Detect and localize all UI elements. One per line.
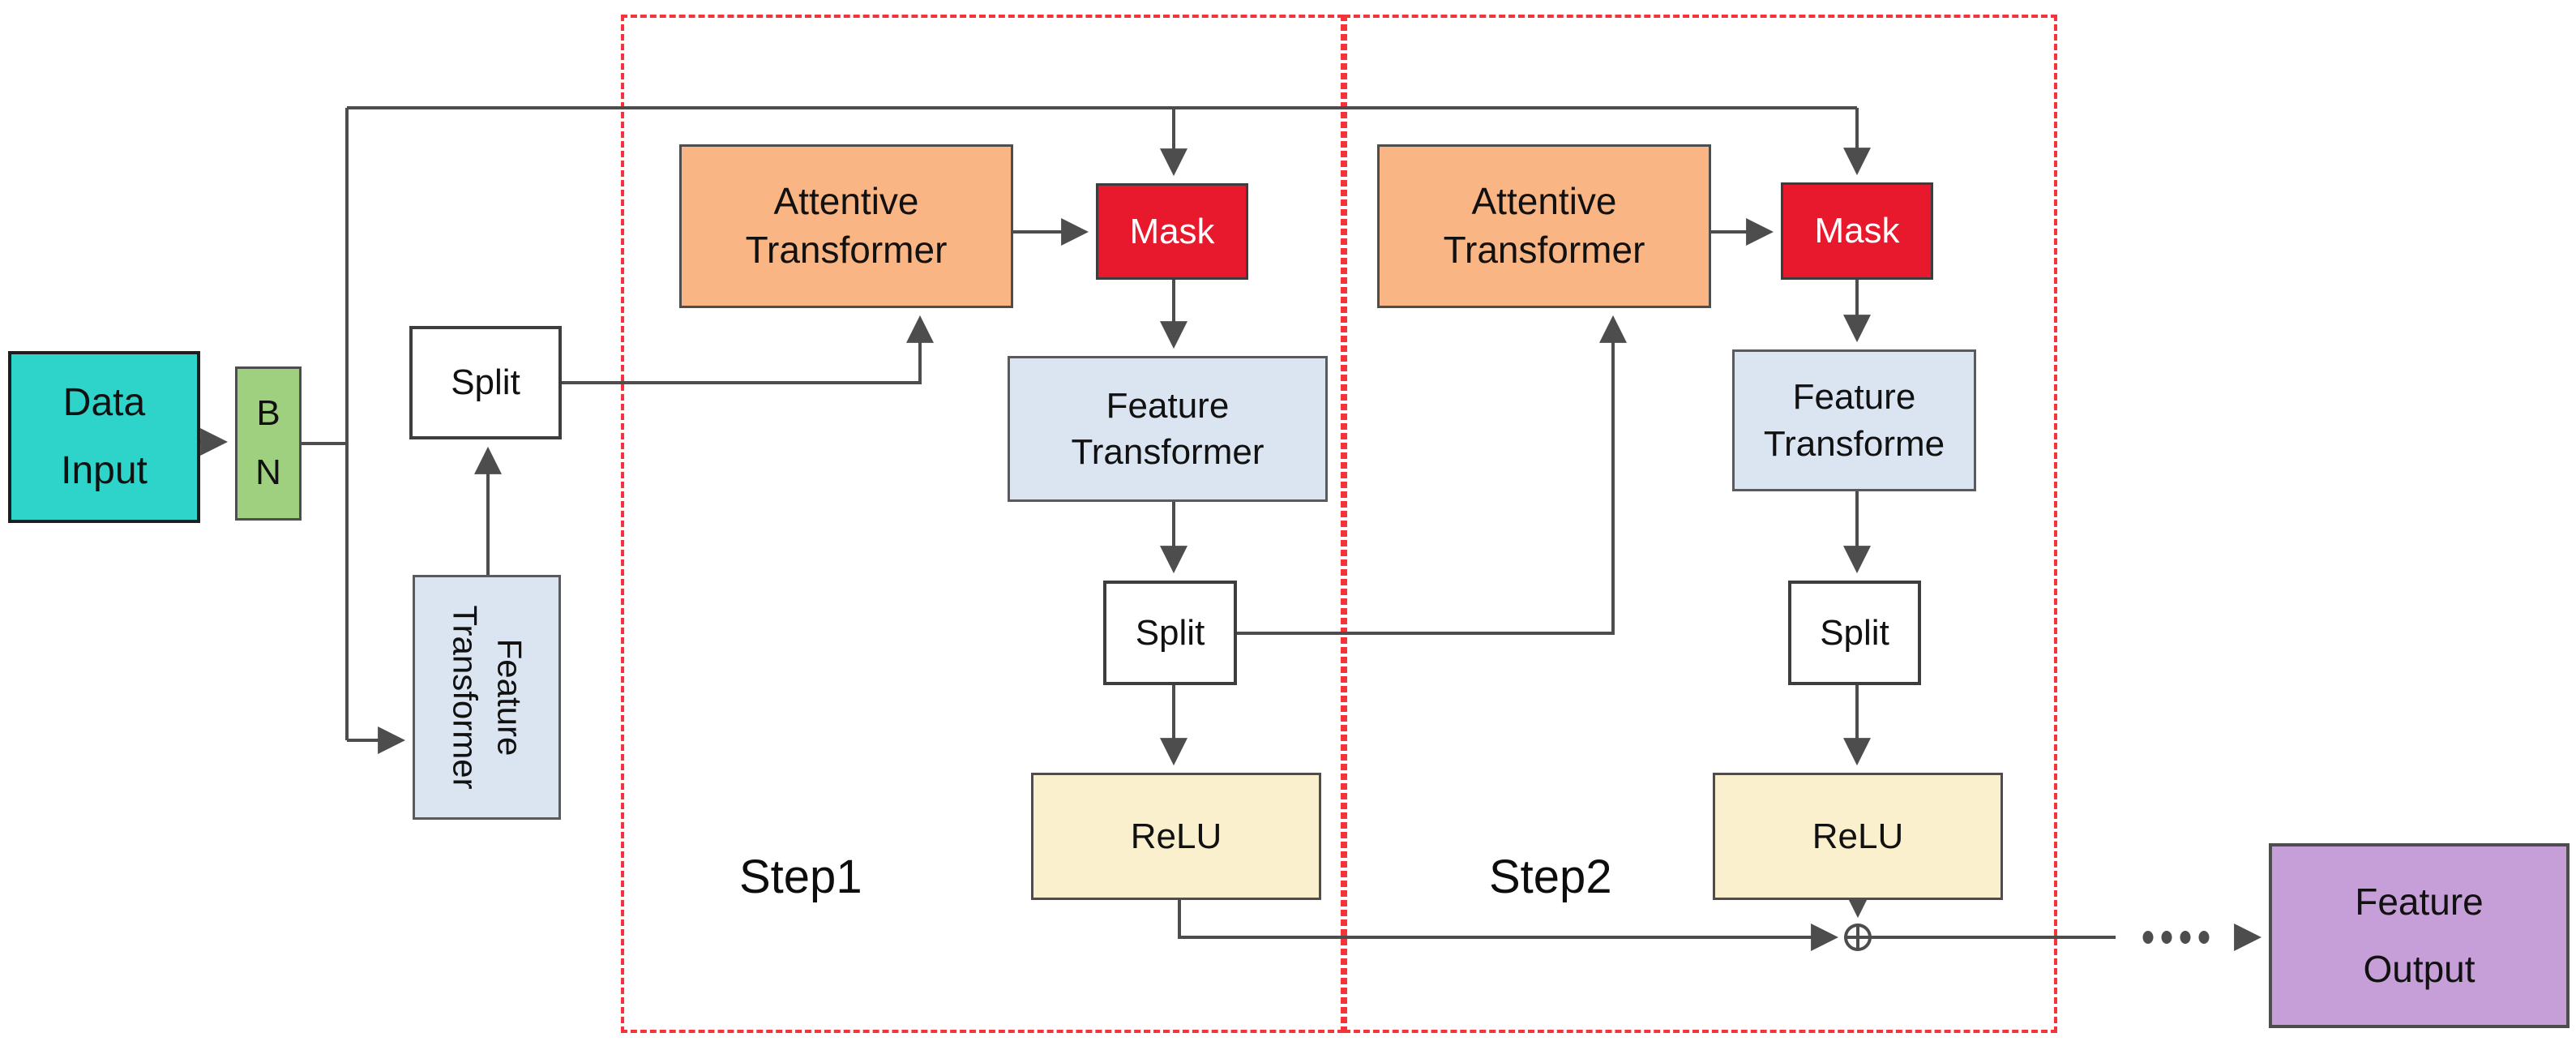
- att2-label-line1: Attentive: [1471, 180, 1617, 223]
- data-input-label-line1: Data: [62, 381, 146, 424]
- feature-transformer-box-step1: Feature Transformer: [1008, 356, 1328, 502]
- mask1-label: Mask: [1129, 211, 1215, 251]
- ft1-label-line1: Feature: [1106, 385, 1230, 426]
- mask-box-step2: Mask: [1781, 182, 1933, 280]
- step2-dashed-container: [1344, 15, 2057, 1033]
- split-box-initial: Split: [409, 326, 562, 439]
- attentive-transformer-box-step2: Attentive Transformer: [1377, 144, 1711, 308]
- split-box-step2: Split: [1788, 581, 1921, 685]
- sum-plus-icon: [1844, 924, 1872, 951]
- split-box-step1: Split: [1103, 581, 1237, 685]
- step1-label: Step1: [739, 851, 862, 903]
- ft0-label-line1: Feature: [490, 638, 529, 756]
- relu-box-step2: ReLU: [1713, 773, 2003, 900]
- step1-dashed-container: [621, 15, 1344, 1033]
- bn-label-line2: N: [255, 452, 281, 492]
- split1-label: Split: [1135, 612, 1205, 653]
- feature-transformer-box-step2: Feature Transforme: [1732, 349, 1976, 491]
- ellipsis-dots-icon: [2142, 931, 2210, 944]
- edge-split0-att1: [562, 315, 934, 384]
- ft1-label-line2: Transformer: [1071, 432, 1264, 472]
- edge-relu1-sum: [1178, 900, 1839, 951]
- split0-label: Split: [451, 362, 520, 403]
- att2-label-line2: Transformer: [1443, 229, 1645, 271]
- att1-label-line1: Attentive: [773, 180, 919, 223]
- mask-box-step1: Mask: [1096, 183, 1248, 280]
- ft0-rotated-label: Feature Transformer: [413, 575, 561, 820]
- feature-transformer-box-initial: Feature Transformer: [413, 575, 561, 820]
- bn-label-line1: B: [256, 393, 280, 434]
- output-label-line2: Output: [2363, 948, 2475, 990]
- mask2-label: Mask: [1814, 211, 1900, 251]
- attentive-transformer-box-step1: Attentive Transformer: [679, 144, 1013, 308]
- step2-label: Step2: [1489, 851, 1612, 903]
- att1-label-line2: Transformer: [745, 229, 948, 271]
- batch-norm-box: B N: [235, 366, 302, 521]
- relu2-label: ReLU: [1812, 816, 1904, 856]
- output-label-line1: Feature: [2355, 881, 2484, 924]
- ft0-label-line2: Transformer: [446, 605, 485, 790]
- data-input-label-line2: Input: [61, 449, 148, 492]
- edge-split1-att2: [1237, 315, 1627, 635]
- split2-label: Split: [1820, 612, 1889, 653]
- relu1-label: ReLU: [1130, 816, 1222, 856]
- ft2-label-line2: Transforme: [1763, 423, 1945, 464]
- feature-output-box: Feature Output: [2269, 843, 2570, 1028]
- relu-box-step1: ReLU: [1031, 773, 1321, 900]
- ft2-label-line1: Feature: [1792, 377, 1916, 418]
- data-input-box: Data Input: [8, 351, 200, 523]
